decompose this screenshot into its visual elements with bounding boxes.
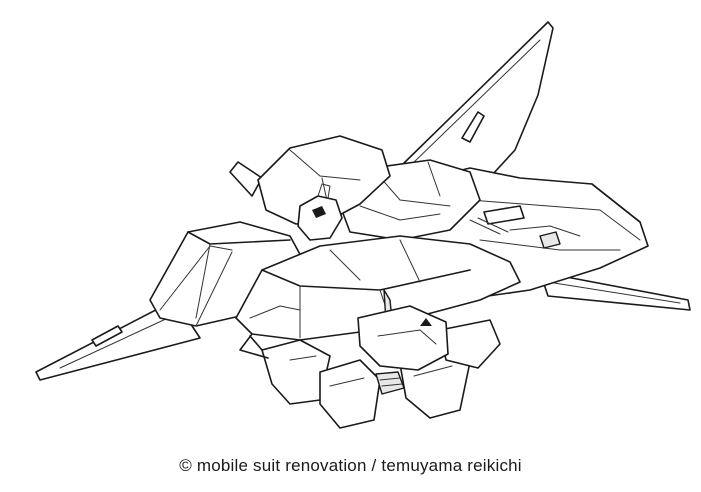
mecha-head (297, 195, 343, 241)
shoulder-armor (357, 305, 449, 371)
mecha-jet-illustration (35, 21, 691, 429)
lower-foot-right (439, 319, 501, 369)
right-wing (539, 271, 691, 311)
cockpit-dome (257, 135, 391, 225)
lower-leg-mid (319, 359, 381, 429)
copyright-credit: © mobile suit renovation / temuyama reik… (179, 456, 522, 475)
